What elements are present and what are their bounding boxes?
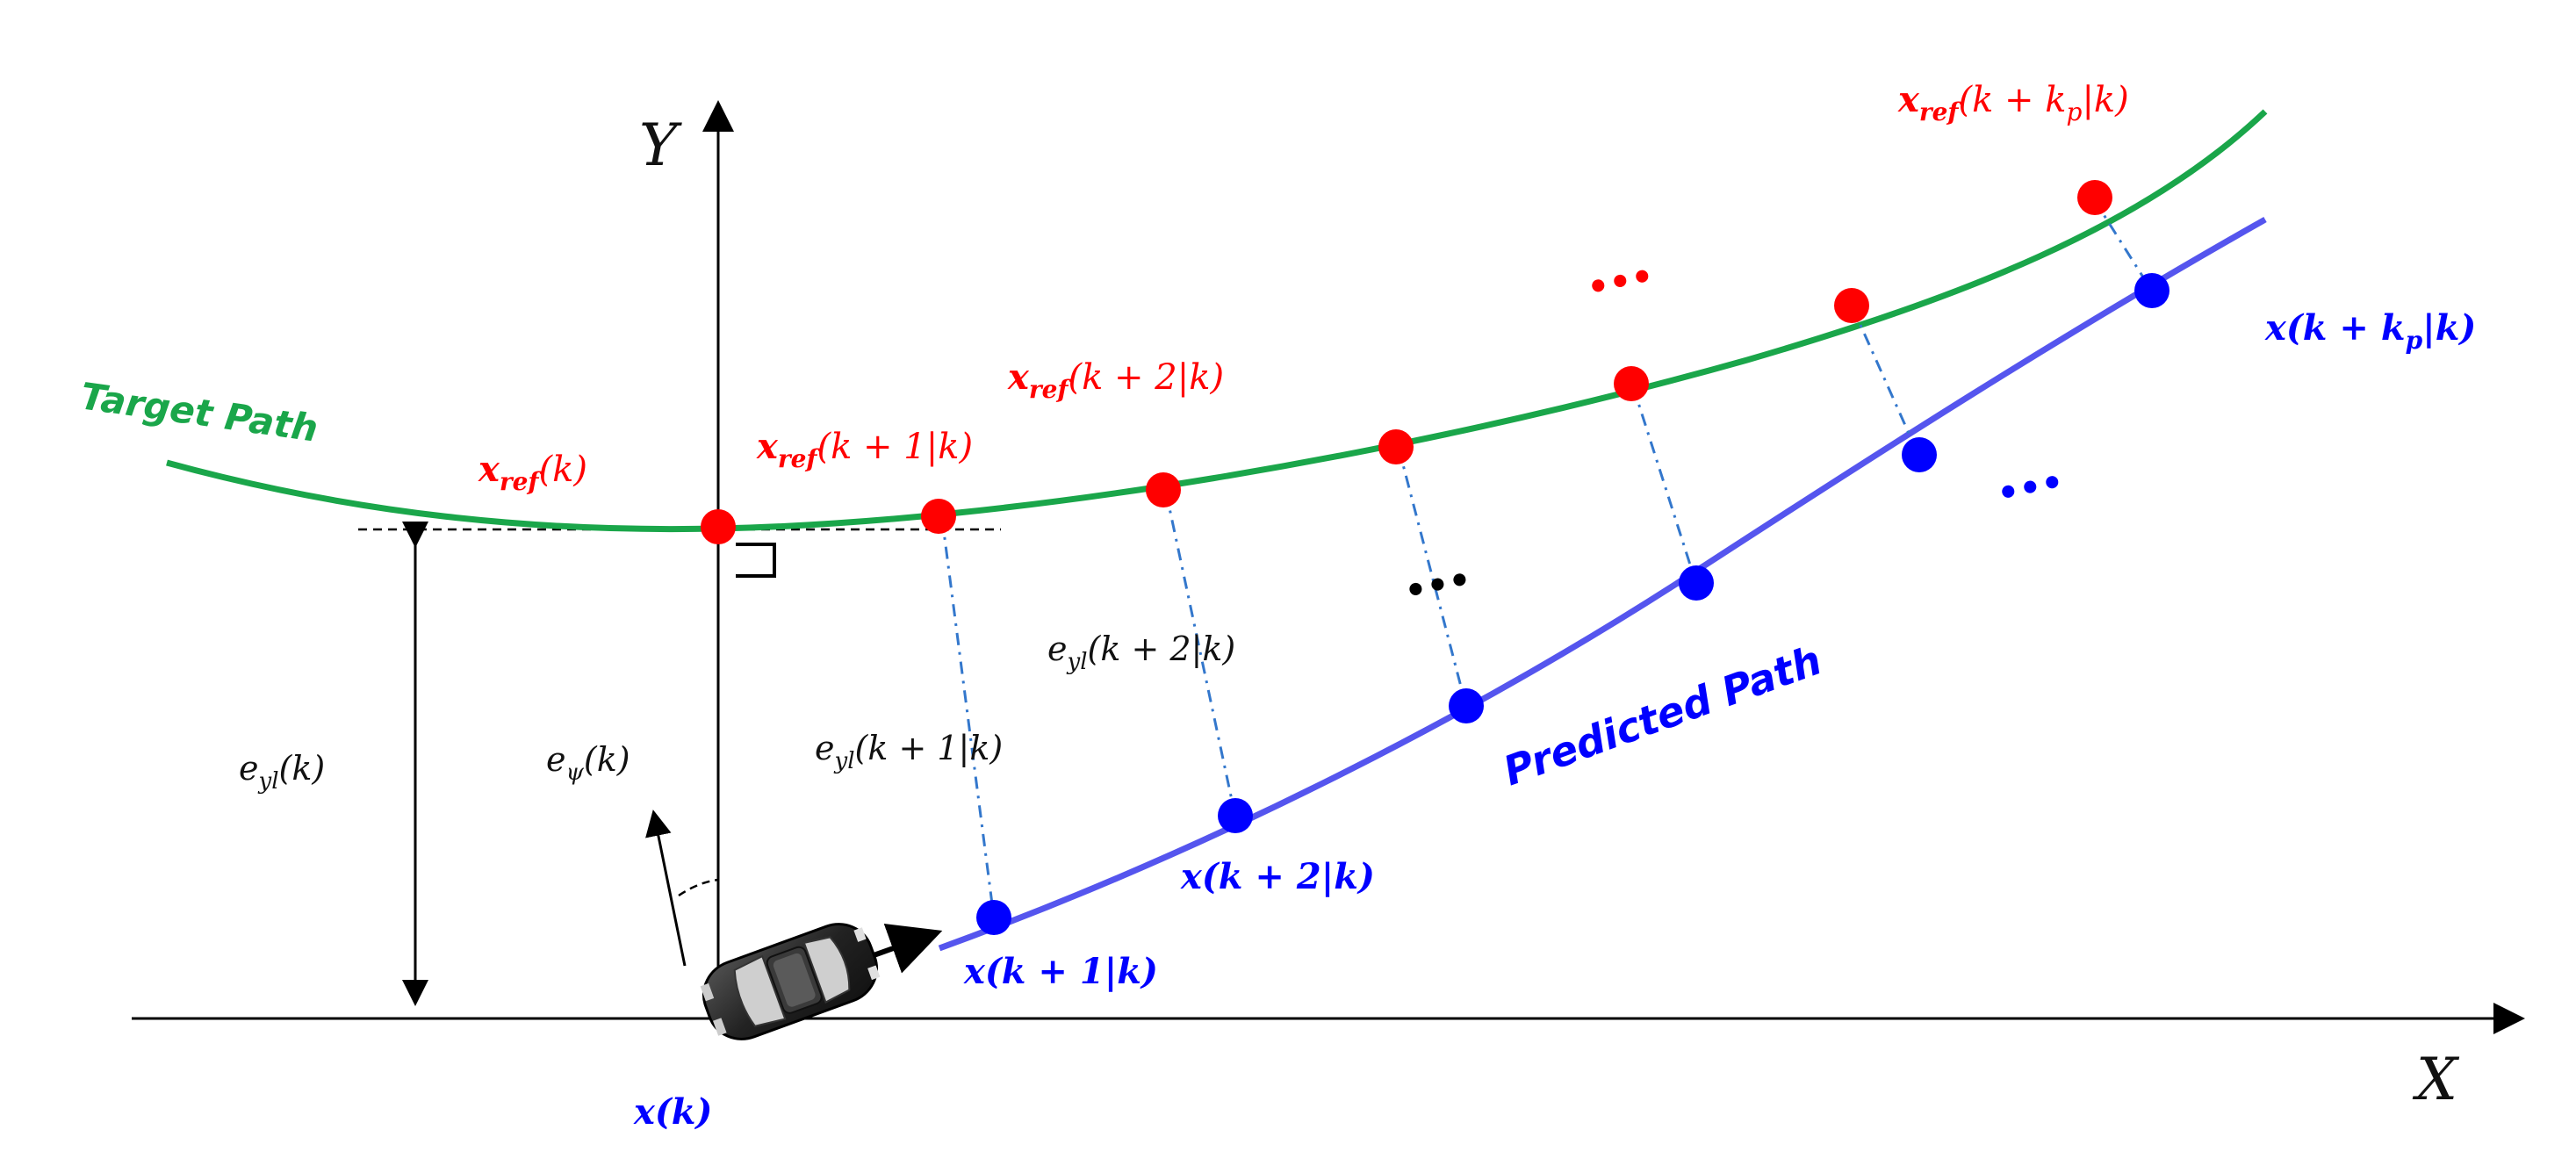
pred-point-k2 <box>1218 798 1253 833</box>
predicted-path-curve <box>938 216 2267 952</box>
error-line-1 <box>940 517 996 918</box>
ellipsis-ref: ••• <box>1583 255 1658 309</box>
right-angle-marker <box>736 543 776 578</box>
label-eyl-k2: eyl(k + 2|k) <box>1047 630 1235 675</box>
label-epsi-k: eψ(k) <box>546 740 630 786</box>
ellipsis-error: ••• <box>1400 559 1475 613</box>
car-icon <box>700 923 881 1040</box>
heading-error-arc <box>678 878 719 897</box>
error-line-3 <box>1397 447 1468 708</box>
error-line-5 <box>1851 306 1920 456</box>
pred-point-k3 <box>1449 688 1484 723</box>
ellipsis-pred: ••• <box>1993 462 2068 515</box>
pred-point-k1 <box>976 900 1011 935</box>
ref-point-k <box>701 509 736 544</box>
car-heading-arrow <box>862 923 943 974</box>
ref-point-k3 <box>1378 429 1414 464</box>
label-xref-k2: xref(k + 2|k) <box>1007 356 1224 404</box>
pred-point-k5 <box>1902 437 1937 472</box>
label-x-k1: x(k + 1|k) <box>963 951 1158 992</box>
pred-point-k4 <box>1679 565 1714 601</box>
label-x-kp: x(k + kp|k) <box>2264 307 2476 355</box>
ref-point-kp <box>2077 180 2112 215</box>
label-xref-k: xref(k) <box>478 449 587 496</box>
y-axis-label: Y <box>639 112 682 179</box>
ref-point-k4 <box>1614 366 1649 401</box>
target-path-curve <box>166 109 2268 533</box>
ref-point-k2 <box>1146 472 1181 507</box>
label-eyl-k: eyl(k) <box>239 749 325 795</box>
pred-point-kp <box>2134 273 2169 308</box>
label-xref-kp: xref(k + kp|k) <box>1897 79 2129 126</box>
label-x-k: x(k) <box>633 1091 712 1133</box>
label-xref-k1: xref(k + 1|k) <box>756 426 973 473</box>
error-line-2 <box>1164 491 1237 817</box>
target-path-label: Target Path <box>78 374 321 450</box>
label-x-k2: x(k + 2|k) <box>1180 856 1375 897</box>
ref-point-k5 <box>1834 288 1869 323</box>
x-axis-label: X <box>2412 1046 2460 1113</box>
heading-error-arrow <box>645 810 687 967</box>
label-eyl-k1: eyl(k + 1|k) <box>815 729 1003 774</box>
ref-point-k1 <box>921 499 956 534</box>
error-line-4 <box>1631 385 1698 585</box>
error-line-6 <box>2092 198 2153 291</box>
